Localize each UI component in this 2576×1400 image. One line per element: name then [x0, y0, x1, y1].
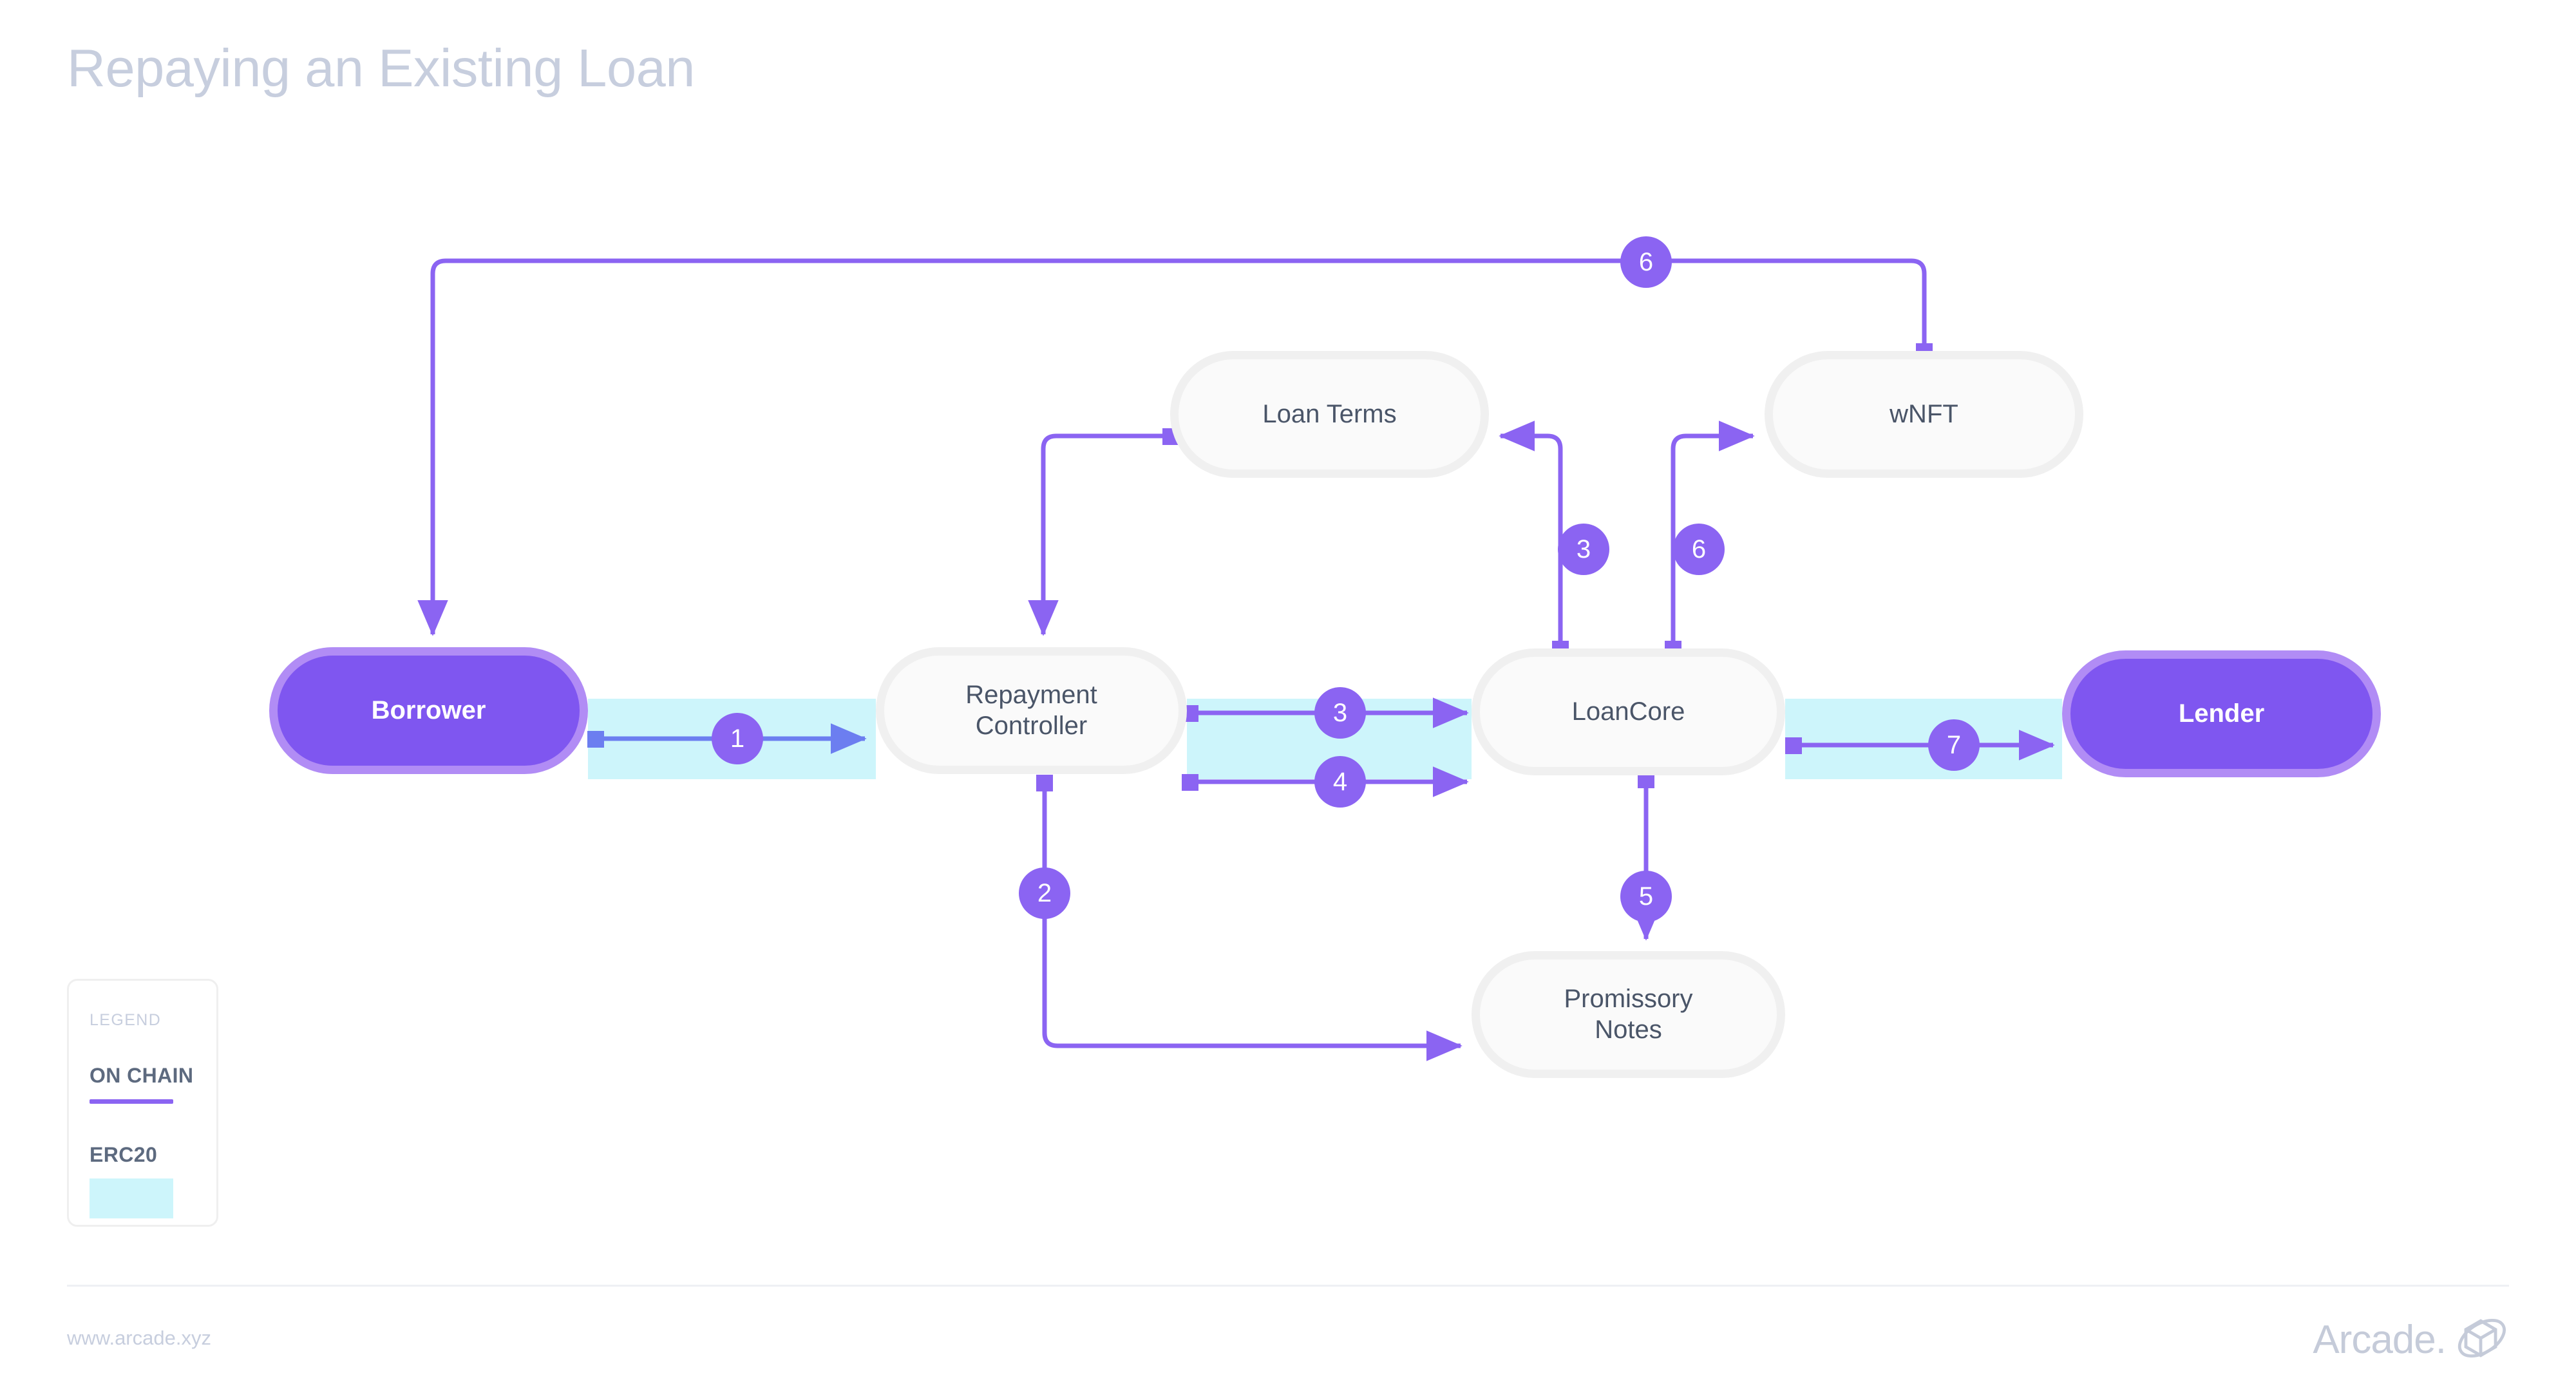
- legend-item-erc20-label: ERC20: [90, 1143, 158, 1166]
- node-label-borrower: Borrower: [371, 695, 486, 724]
- footer-divider: [67, 1285, 2509, 1287]
- step-badge-4-4: 4: [1314, 756, 1366, 808]
- legend-panel: LEGEND ON CHAIN ERC20: [67, 979, 218, 1227]
- wire-wnft-to-borrower: [417, 258, 1927, 636]
- arcade-cube-orbit-icon: [2450, 1307, 2512, 1372]
- step-badge-2-1: 2: [1019, 867, 1070, 919]
- footer-url[interactable]: www.arcade.xyz: [67, 1327, 211, 1349]
- port-repayment-bottom: [1036, 775, 1053, 791]
- node-label-wnft: wNFT: [1889, 399, 1958, 428]
- step-badge-3-3: 3: [1558, 524, 1609, 575]
- step-badge-6-7: 6: [1673, 524, 1725, 575]
- port-repayment-right-lower: [1182, 774, 1198, 791]
- legend-erc20-swatch: [90, 1178, 173, 1218]
- node-label-loancore: LoanCore: [1571, 697, 1685, 726]
- step-badge-5-5: 5: [1620, 871, 1672, 922]
- node-label-loanterms: Loan Terms: [1262, 399, 1397, 428]
- wire-loancore-to-loanterms: [1499, 421, 1563, 647]
- legend-on-chain-swatch: [90, 1099, 173, 1104]
- wire-loanterms-to-repayment: [1028, 433, 1170, 636]
- wire-loancore-to-wnft: [1671, 421, 1755, 647]
- erc20-band: [1785, 699, 2062, 779]
- node-borrower[interactable]: Borrower: [269, 647, 588, 774]
- node-loancore[interactable]: LoanCore: [1472, 648, 1785, 775]
- step-badge-1-0: 1: [712, 713, 763, 764]
- port-loancore-right: [1785, 737, 1802, 754]
- step-badge-6-6: 6: [1620, 236, 1672, 288]
- node-label-lender: Lender: [2178, 699, 2265, 728]
- wire-repayment-to-promissory: [1042, 782, 1463, 1061]
- page-title: Repaying an Existing Loan: [67, 38, 695, 98]
- brand-wordmark: Arcade.: [2313, 1318, 2447, 1362]
- step-badge-3-2: 3: [1314, 687, 1366, 739]
- node-wnft[interactable]: wNFT: [1765, 351, 2083, 478]
- port-borrower-right: [587, 731, 604, 748]
- legend-item-on-chain-label: ON CHAIN: [90, 1064, 194, 1087]
- node-loanterms[interactable]: Loan Terms: [1170, 351, 1489, 478]
- step-badge-7-8: 7: [1928, 719, 1980, 771]
- legend-title: LEGEND: [90, 1011, 162, 1029]
- brand-logo: Arcade.: [2313, 1307, 2512, 1372]
- node-lender[interactable]: Lender: [2062, 650, 2381, 777]
